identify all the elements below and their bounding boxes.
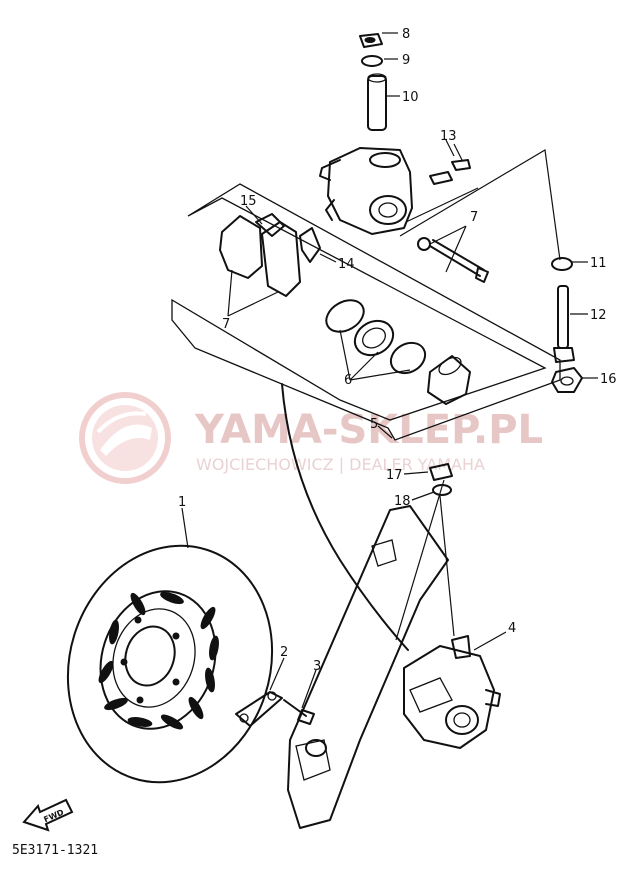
callout-12: 12 <box>590 308 607 323</box>
callout-6: 6 <box>344 373 352 388</box>
callout-5: 5 <box>370 417 378 432</box>
callout-17: 17 <box>386 468 403 483</box>
sleeve-10 <box>367 73 387 131</box>
callout-1: 1 <box>178 495 186 510</box>
nut-17 <box>429 463 453 481</box>
washer-11 <box>551 257 573 271</box>
washer-9 <box>361 55 383 67</box>
brake-hose <box>281 383 409 651</box>
diagram-code: 5E3171-1321 <box>12 843 98 858</box>
callout-8: 8 <box>402 27 410 42</box>
lower-caliper <box>403 635 501 749</box>
callout-10: 10 <box>402 90 419 105</box>
brake-disc <box>66 544 274 784</box>
watermark: YAMA-SKLEP.PL WOJCIECHOWICZ | DEALER YAM… <box>79 392 543 484</box>
fork-leg <box>287 505 449 829</box>
callout-4: 4 <box>508 621 516 636</box>
callout-9: 9 <box>402 53 410 68</box>
bleed-screw-13 <box>429 159 471 185</box>
guide-line <box>395 479 445 641</box>
callout-14: 14 <box>338 257 355 272</box>
watermark-subtitle: WOJCIECHOWICZ | DEALER YAMAHA <box>196 455 485 474</box>
bolt-7 <box>417 237 489 283</box>
disc-bolt-holes <box>120 616 180 704</box>
callout-16: 16 <box>600 372 617 387</box>
callout-7-upper: 7 <box>470 210 478 225</box>
callout-13: 13 <box>440 129 457 144</box>
caliper-kit-outline <box>171 183 561 441</box>
upper-caliper-assembly <box>171 33 583 651</box>
callout-labels: 1 2 3 4 5 6 7 7 8 9 10 11 12 13 14 15 16… <box>178 27 617 674</box>
nut-16 <box>551 367 583 393</box>
caliper-body <box>319 147 413 235</box>
bracket-2 <box>235 691 283 727</box>
callout-18: 18 <box>394 494 411 509</box>
callout-3: 3 <box>313 659 321 674</box>
callout-2: 2 <box>280 645 288 660</box>
callout-11: 11 <box>590 256 607 271</box>
callout-15: 15 <box>240 194 257 209</box>
front-arrow-icon: FWD <box>22 798 74 832</box>
guide-line <box>399 149 561 261</box>
watermark-logo-icon <box>79 392 171 484</box>
bolt-12 <box>553 285 575 363</box>
watermark-title: YAMA-SKLEP.PL <box>194 407 543 453</box>
piston-seals <box>325 299 471 405</box>
callout-leaders <box>181 32 598 709</box>
callout-7-lower: 7 <box>222 317 230 332</box>
disc-vent-slots <box>98 591 219 730</box>
nut-8 <box>359 33 383 48</box>
brake-pad <box>219 213 321 297</box>
bolt-3 <box>283 699 315 725</box>
guide-line <box>439 495 455 637</box>
guide-line <box>405 187 479 223</box>
